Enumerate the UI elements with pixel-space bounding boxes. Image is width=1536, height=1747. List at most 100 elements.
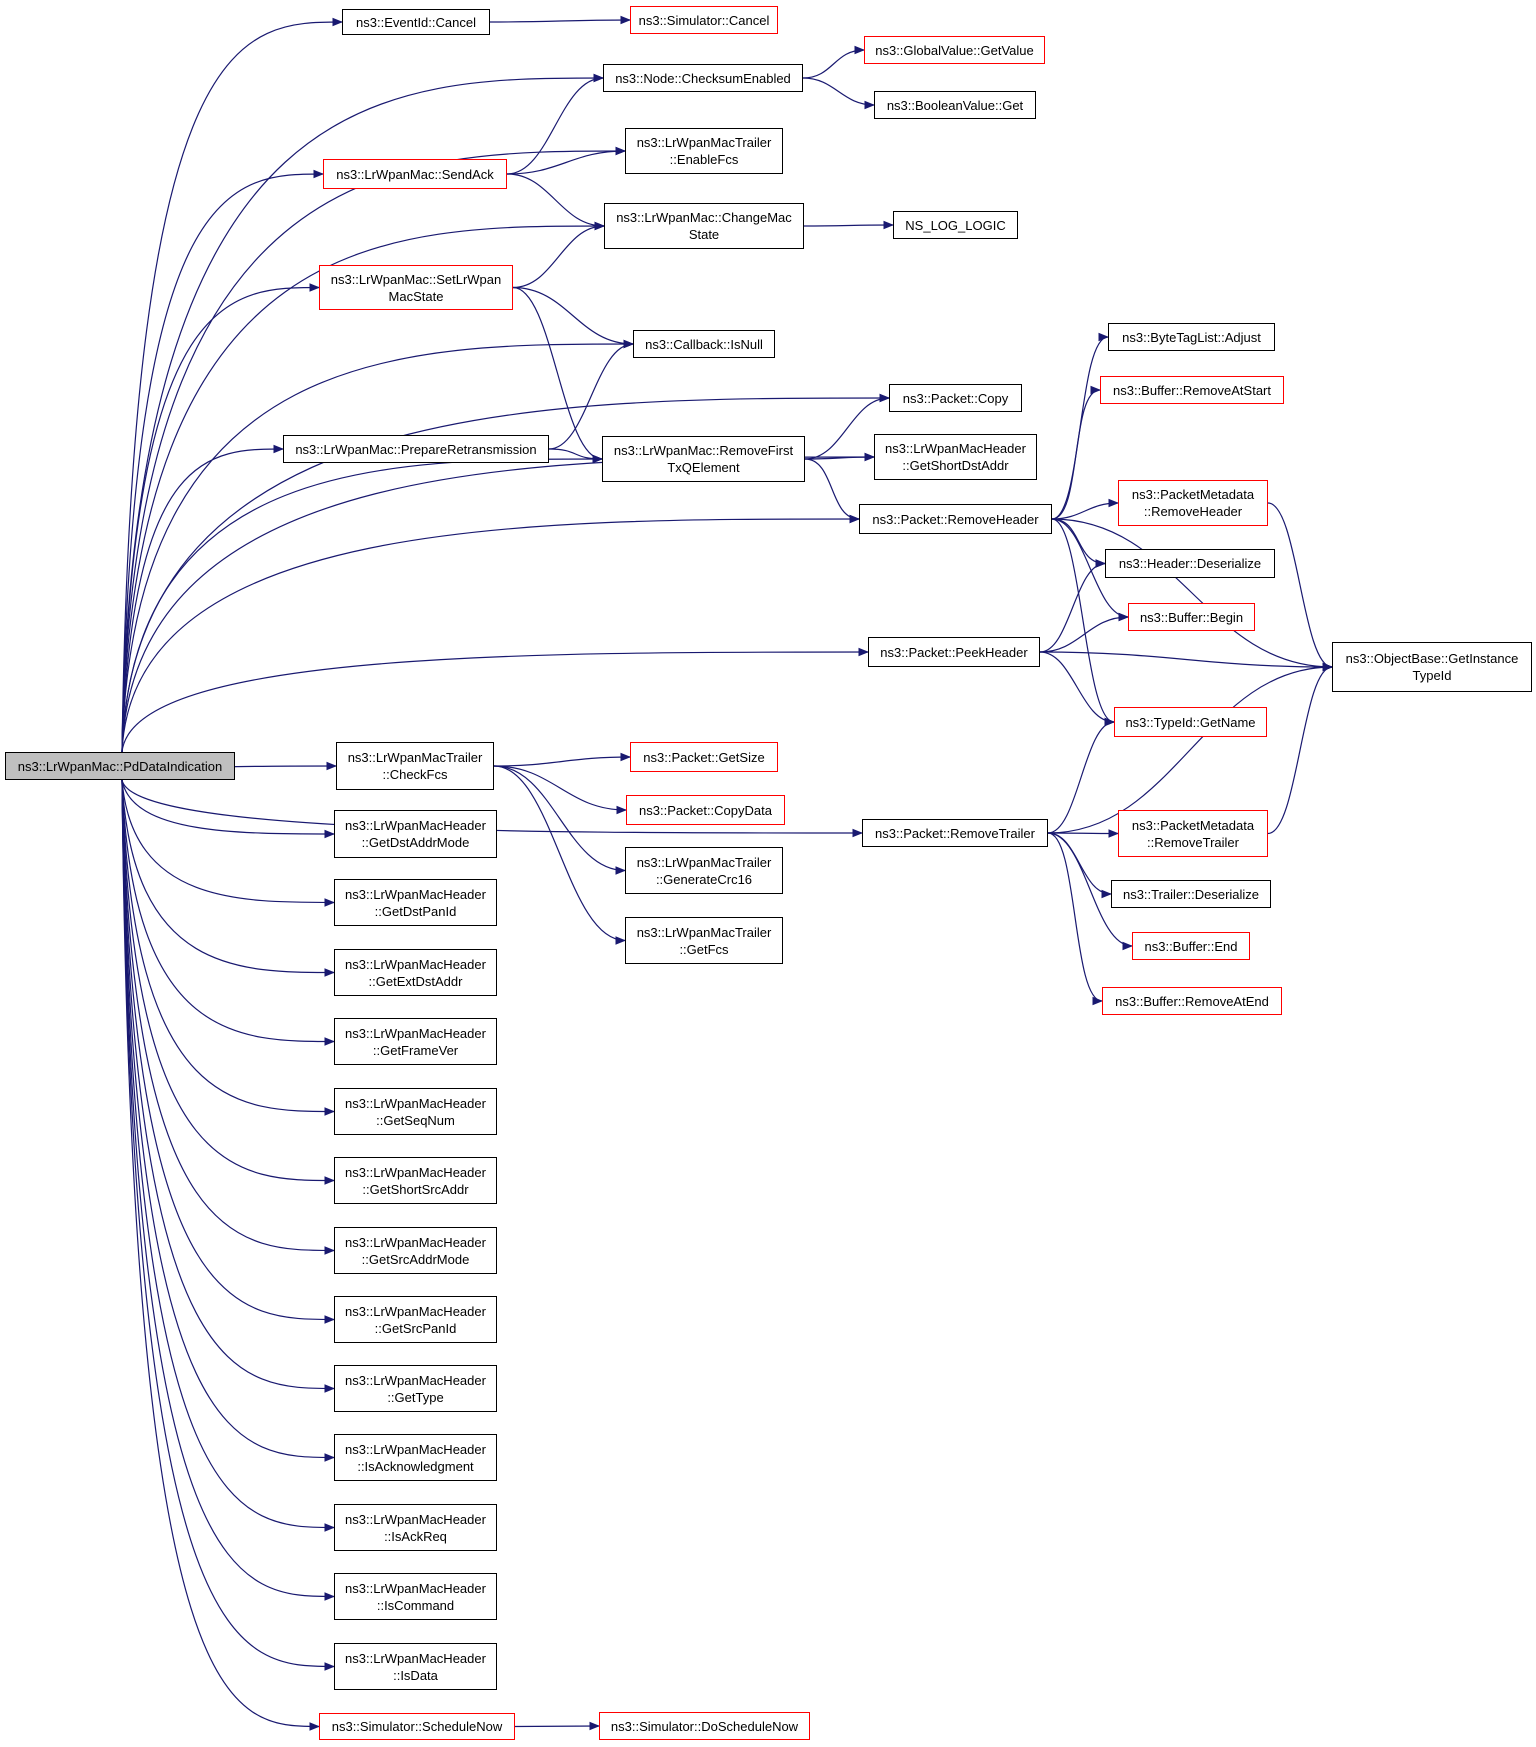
edge-root-to-header_isdata (121, 779, 336, 1671)
node-buffer-end[interactable]: ns3::Buffer::End (1132, 932, 1250, 960)
node-root[interactable]: ns3::LrWpanMac::PdDataIndication (5, 752, 235, 780)
node-header-deserialize[interactable]: ns3::Header::Deserialize (1105, 549, 1275, 578)
node-setlrwpanmacstate[interactable]: ns3::LrWpanMac::SetLrWpan MacState (319, 265, 513, 310)
node-buffer-begin[interactable]: ns3::Buffer::Begin (1128, 603, 1255, 631)
node-trailer-getfcs[interactable]: ns3::LrWpanMacTrailer ::GetFcs (625, 917, 783, 964)
node-header-iscommand[interactable]: ns3::LrWpanMacHeader ::IsCommand (334, 1573, 497, 1620)
edge-root-to-header_getextdstaddr (121, 779, 336, 977)
edge-sendack-to-trailer_enablefcs (506, 146, 627, 175)
node-changemacstate[interactable]: ns3::LrWpanMac::ChangeMac State (604, 203, 804, 249)
edge-root-to-header_getseqnum (121, 779, 336, 1116)
node-packet-removeheader[interactable]: ns3::Packet::RemoveHeader (859, 504, 1052, 534)
edge-packet_removeheader-to-typeid_getname (1051, 518, 1116, 727)
node-trailer-checkfcs[interactable]: ns3::LrWpanMacTrailer ::CheckFcs (336, 742, 494, 790)
edge-root-to-header_getshortdst (121, 452, 876, 753)
node-header-isacknowledgment[interactable]: ns3::LrWpanMacHeader ::IsAcknowledgment (334, 1434, 497, 1481)
node-trailer-deserialize[interactable]: ns3::Trailer::Deserialize (1111, 880, 1271, 908)
node-header-getframever[interactable]: ns3::LrWpanMacHeader ::GetFrameVer (334, 1018, 497, 1065)
edge-simulator_schedulenow-to-simulator_doschedulenow (514, 1721, 601, 1731)
node-globalvalue-getvalue[interactable]: ns3::GlobalValue::GetValue (864, 36, 1045, 64)
edge-eventid_cancel-to-simulator_cancel (489, 15, 632, 25)
node-header-gettype[interactable]: ns3::LrWpanMacHeader ::GetType (334, 1365, 497, 1412)
node-packet-getsize[interactable]: ns3::Packet::GetSize (630, 742, 778, 772)
node-sendack[interactable]: ns3::LrWpanMac::SendAck (323, 159, 507, 189)
node-header-getsrcpanid[interactable]: ns3::LrWpanMacHeader ::GetSrcPanId (334, 1296, 497, 1343)
node-packetmetadata-removetrailer[interactable]: ns3::PacketMetadata ::RemoveTrailer (1118, 810, 1268, 857)
edge-packet_removeheader-to-packetmetadata_removeheader (1051, 498, 1120, 520)
node-header-getdstpanid[interactable]: ns3::LrWpanMacHeader ::GetDstPanId (334, 879, 497, 926)
node-header-isackreq[interactable]: ns3::LrWpanMacHeader ::IsAckReq (334, 1504, 497, 1551)
edge-root-to-setlrwpanmacstate (121, 283, 321, 753)
edge-setlrwpanmacstate-to-removefirsttxq (512, 286, 604, 464)
edge-node_checksum-to-booleanvalue_get (802, 77, 876, 110)
edge-packet_removetrailer-to-trailer_deserialize (1047, 832, 1113, 899)
edge-sendack-to-changemacstate (506, 173, 606, 231)
node-packet-peekheader[interactable]: ns3::Packet::PeekHeader (868, 637, 1040, 667)
edge-packet_removetrailer-to-objectbase_getinstance (1047, 662, 1334, 834)
edge-root-to-packet_removeheader (121, 514, 861, 753)
node-header-isdata[interactable]: ns3::LrWpanMacHeader ::IsData (334, 1643, 497, 1690)
node-callback-isnull[interactable]: ns3::Callback::IsNull (633, 330, 775, 358)
edge-prepareretransmission-to-removefirsttxq (548, 448, 604, 464)
node-trailer-enablefcs[interactable]: ns3::LrWpanMacTrailer ::EnableFcs (625, 128, 783, 174)
edge-trailer_checkfcs-to-packet_getsize (493, 752, 632, 767)
node-packet-removetrailer[interactable]: ns3::Packet::RemoveTrailer (862, 819, 1048, 847)
node-simulator-schedulenow[interactable]: ns3::Simulator::ScheduleNow (319, 1713, 515, 1740)
edge-node_checksum-to-globalvalue_getvalue (802, 45, 866, 79)
node-trailer-generatecrc16[interactable]: ns3::LrWpanMacTrailer ::GenerateCrc16 (625, 847, 783, 894)
node-simulator-cancel[interactable]: ns3::Simulator::Cancel (630, 6, 778, 34)
edge-packetmetadata_removetrailer-to-objectbase_getinstance (1267, 662, 1334, 835)
node-simulator-doschedulenow[interactable]: ns3::Simulator::DoScheduleNow (599, 1712, 810, 1740)
edge-changemacstate-to-ns_log_logic (803, 220, 895, 230)
node-buffer-removeatstart[interactable]: ns3::Buffer::RemoveAtStart (1100, 376, 1284, 404)
node-header-getshortdst[interactable]: ns3::LrWpanMacHeader ::GetShortDstAddr (874, 434, 1037, 480)
node-buffer-removeatend[interactable]: ns3::Buffer::RemoveAtEnd (1102, 987, 1282, 1015)
node-node-checksum[interactable]: ns3::Node::ChecksumEnabled (603, 64, 803, 92)
edge-packet_peekheader-to-buffer_begin (1039, 612, 1130, 653)
node-objectbase-getinstance[interactable]: ns3::ObjectBase::GetInstance TypeId (1332, 642, 1532, 692)
edge-root-to-header_getshortsrcaddr (121, 779, 336, 1185)
edge-root-to-header_gettype (121, 779, 336, 1393)
edge-root-to-callback_isnull (121, 339, 635, 753)
node-ns-log-logic[interactable]: NS_LOG_LOGIC (893, 211, 1018, 239)
edge-root-to-trailer_enablefcs (121, 146, 627, 753)
edge-packetmetadata_removeheader-to-objectbase_getinstance (1267, 502, 1334, 672)
edge-removefirsttxq-to-packet_copy (804, 393, 891, 460)
edge-sendack-to-node_checksum (506, 73, 605, 175)
node-packet-copydata[interactable]: ns3::Packet::CopyData (626, 795, 785, 825)
edge-root-to-removefirsttxq (121, 454, 604, 753)
edge-root-to-node_checksum (121, 73, 605, 753)
node-header-getsrcaddrmode[interactable]: ns3::LrWpanMacHeader ::GetSrcAddrMode (334, 1227, 497, 1274)
edge-setlrwpanmacstate-to-callback_isnull (512, 286, 635, 349)
edge-root-to-header_getsrcaddrmode (121, 779, 336, 1255)
node-packetmetadata-removeheader[interactable]: ns3::PacketMetadata ::RemoveHeader (1118, 480, 1268, 526)
edge-root-to-sendack (121, 169, 325, 753)
edge-removefirsttxq-to-header_getshortdst (804, 452, 876, 462)
edge-packet_removeheader-to-objectbase_getinstance (1051, 518, 1334, 672)
edge-root-to-header_getframever (121, 779, 336, 1046)
node-prepareretransmission[interactable]: ns3::LrWpanMac::PrepareRetransmission (283, 435, 549, 463)
edge-root-to-header_isacknowledgment (121, 779, 336, 1462)
node-packet-copy[interactable]: ns3::Packet::Copy (889, 384, 1022, 412)
node-header-getseqnum[interactable]: ns3::LrWpanMacHeader ::GetSeqNum (334, 1088, 497, 1135)
node-eventid-cancel[interactable]: ns3::EventId::Cancel (342, 9, 490, 35)
edge-root-to-eventid_cancel (121, 17, 344, 753)
node-header-getextdstaddr[interactable]: ns3::LrWpanMacHeader ::GetExtDstAddr (334, 949, 497, 996)
edge-trailer_checkfcs-to-trailer_getfcs (493, 765, 627, 945)
node-booleanvalue-get[interactable]: ns3::BooleanValue::Get (874, 91, 1036, 119)
edge-root-to-header_iscommand (121, 779, 336, 1601)
edge-root-to-prepareretransmission (121, 444, 285, 753)
edge-packet_peekheader-to-typeid_getname (1039, 651, 1116, 727)
edge-packet_removetrailer-to-packetmetadata_removetrailer (1047, 829, 1120, 838)
edge-packet_removetrailer-to-buffer_end (1047, 832, 1134, 951)
node-header-getshortsrcaddr[interactable]: ns3::LrWpanMacHeader ::GetShortSrcAddr (334, 1157, 497, 1204)
node-removefirsttxq[interactable]: ns3::LrWpanMac::RemoveFirst TxQElement (602, 436, 805, 482)
node-header-getdstaddrmode[interactable]: ns3::LrWpanMacHeader ::GetDstAddrMode (334, 810, 497, 858)
node-bytetaglist-adjust[interactable]: ns3::ByteTagList::Adjust (1108, 323, 1275, 351)
edge-packet_peekheader-to-header_deserialize (1039, 559, 1107, 653)
node-typeid-getname[interactable]: ns3::TypeId::GetName (1114, 707, 1267, 737)
edge-trailer_checkfcs-to-trailer_generatecrc16 (493, 765, 627, 875)
edge-root-to-simulator_schedulenow (121, 779, 321, 1731)
edge-root-to-header_getsrcpanid (121, 779, 336, 1324)
